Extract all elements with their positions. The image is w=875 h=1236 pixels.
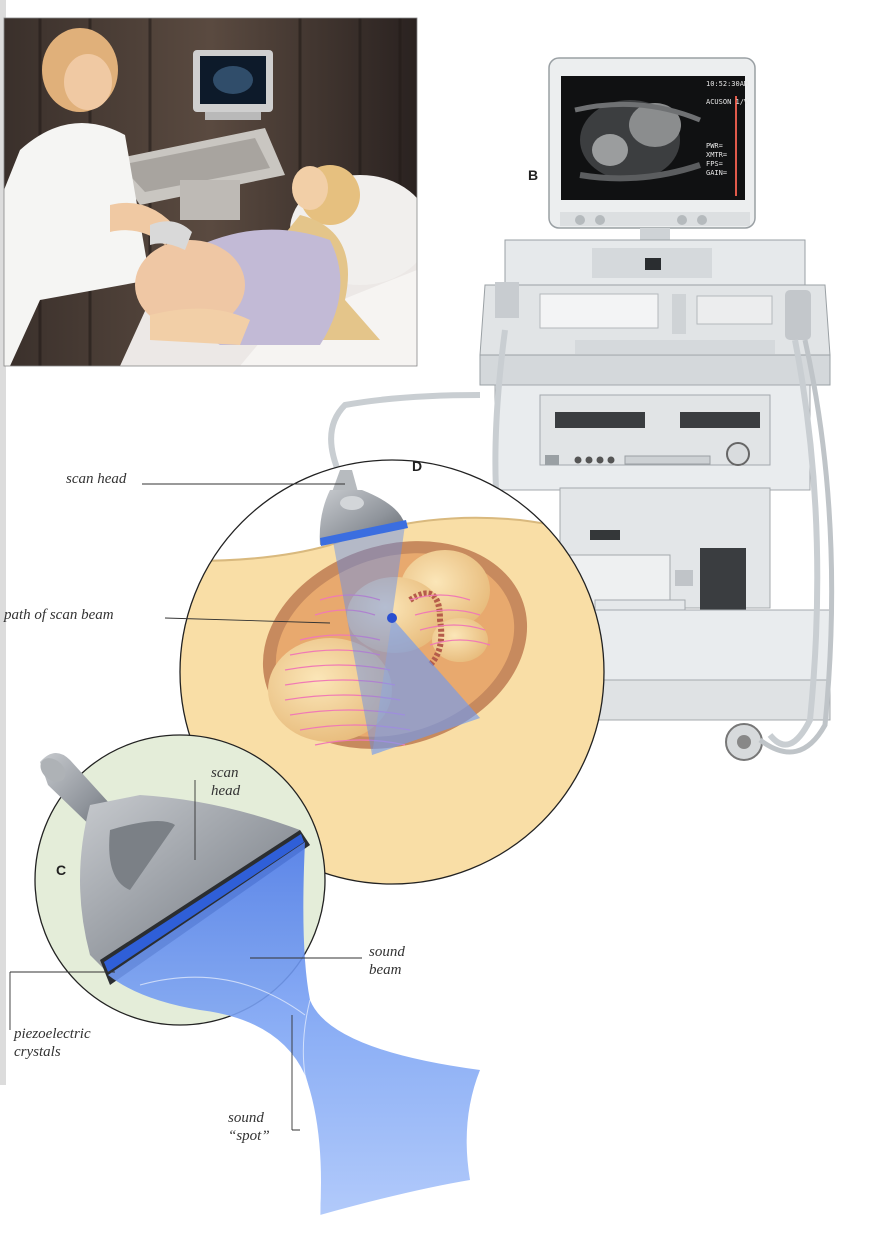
label-piezoelectric-crystals: piezoelectric crystals	[14, 1025, 91, 1061]
sound-beam	[108, 842, 480, 1215]
scan-head-probe-d	[319, 470, 408, 546]
leader-lines	[9, 483, 362, 1131]
label-sound-spot-line1: sound	[228, 1110, 264, 1126]
ultrasound-machine	[328, 57, 835, 761]
label-scan-head-c-line2: head	[211, 783, 241, 799]
label-sound-beam-line2: beam	[369, 962, 402, 978]
label-sound-spot: sound “spot”	[228, 1109, 270, 1145]
panel-letter-c: C	[56, 862, 67, 878]
label-path-of-scan-beam: path of scan beam	[4, 607, 114, 623]
panel-letter-b: B	[528, 167, 539, 183]
label-sound-beam-line1: sound	[369, 944, 405, 960]
label-scan-head-d: scan head	[66, 471, 127, 487]
label-scan-head-c-line1: scan	[211, 765, 239, 781]
clinic-photo	[4, 18, 417, 366]
label-piezo-line1: piezoelectric	[14, 1026, 91, 1042]
label-sound-spot-line2: “spot”	[228, 1128, 270, 1144]
magnified-view-c	[34, 734, 480, 1216]
panel-letter-d: D	[412, 458, 423, 474]
label-scan-head-c: scan head	[211, 764, 240, 800]
label-piezo-line2: crystals	[14, 1044, 61, 1060]
magnified-view-d	[179, 459, 605, 885]
page-gutter	[0, 0, 6, 1085]
label-sound-beam: sound beam	[369, 943, 405, 979]
scan-head-probe-c	[40, 752, 310, 985]
echo-lines	[284, 594, 491, 746]
beam-focus	[387, 613, 397, 623]
scan-beam	[330, 525, 480, 755]
